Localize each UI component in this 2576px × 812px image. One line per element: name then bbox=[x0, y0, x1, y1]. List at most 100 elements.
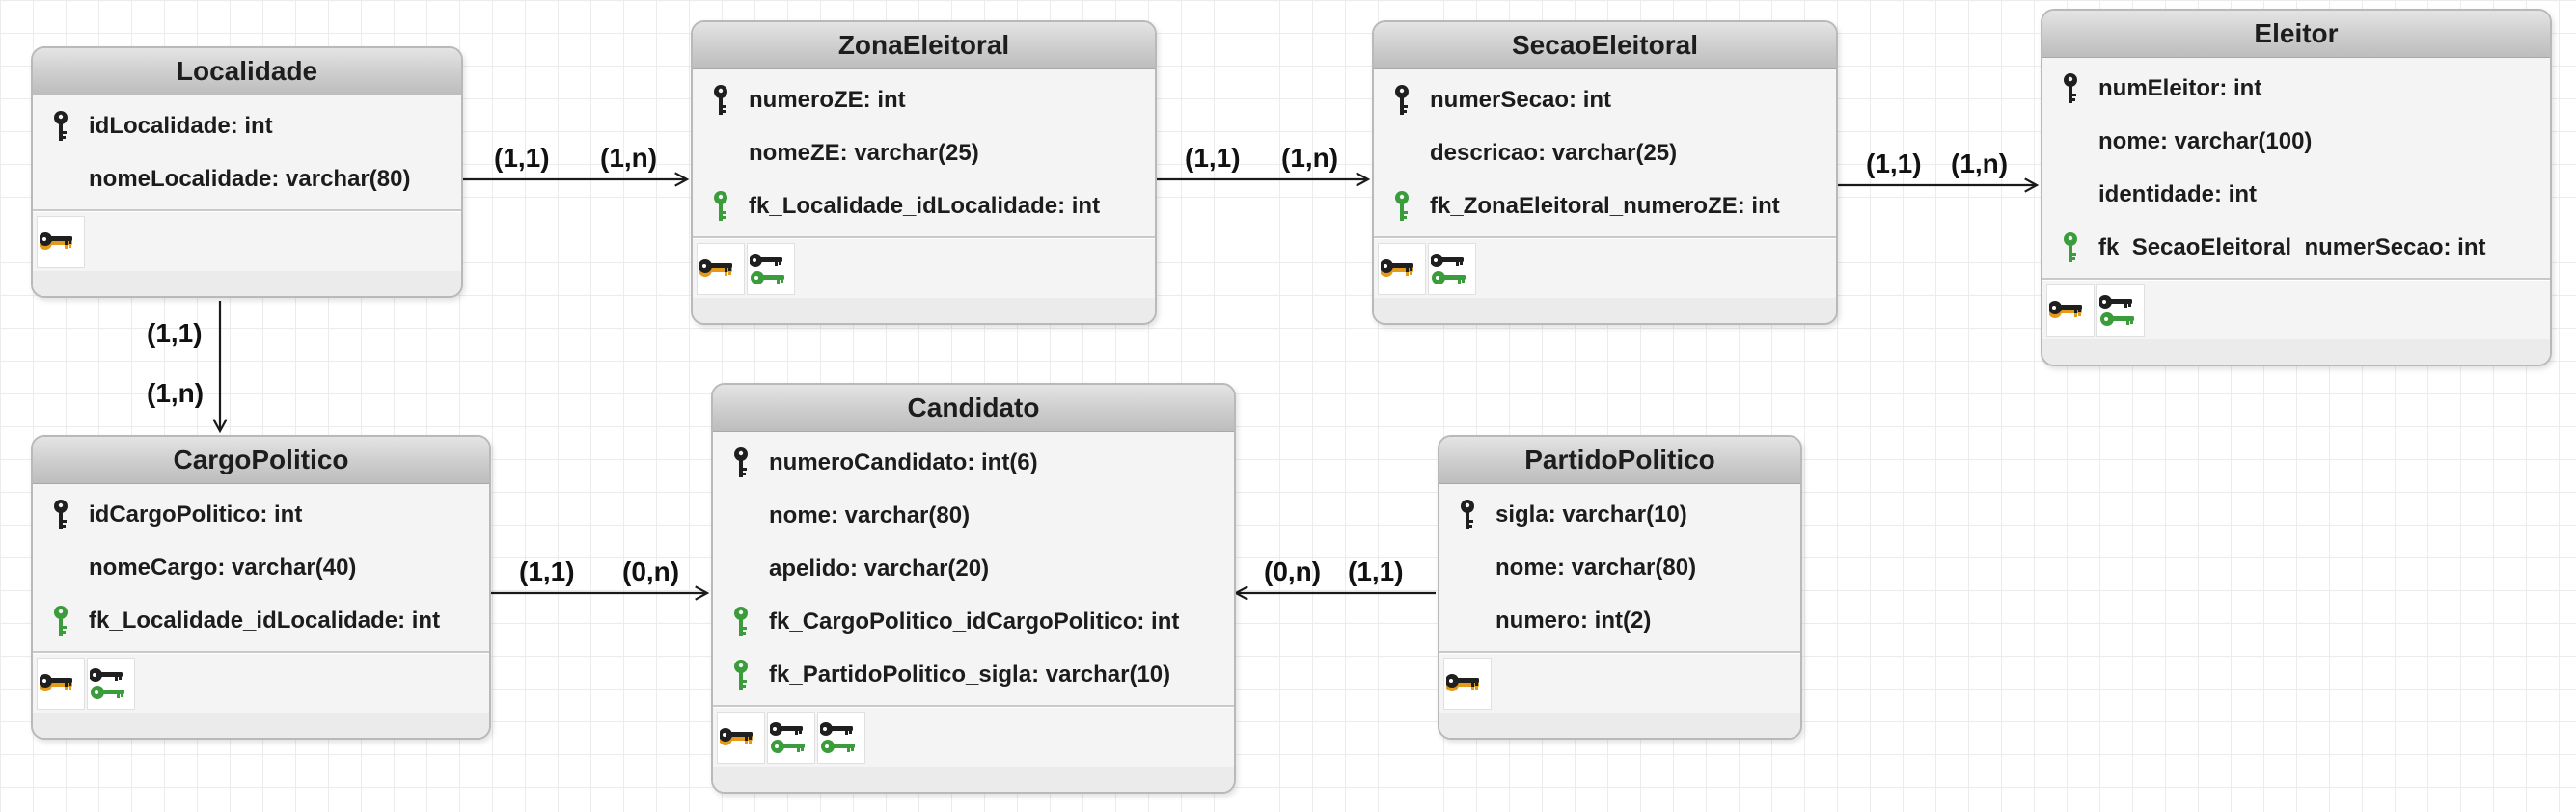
primary-index-icon bbox=[2049, 301, 2082, 318]
foreign-index-icon bbox=[820, 722, 855, 753]
field-row[interactable]: idCargoPolitico: int bbox=[33, 488, 489, 541]
entity-title: Eleitor bbox=[2042, 11, 2550, 58]
index-entry[interactable] bbox=[1378, 243, 1426, 295]
field-key-slot bbox=[33, 594, 89, 647]
arrowhead bbox=[212, 419, 228, 434]
index-entry[interactable] bbox=[817, 712, 865, 764]
field-row[interactable]: numeroCandidato: int(6) bbox=[713, 436, 1234, 489]
field-key-slot bbox=[1439, 488, 1495, 541]
primary-index-icon bbox=[40, 232, 72, 250]
foreign-key-icon bbox=[54, 605, 68, 636]
primary-key-icon bbox=[734, 447, 748, 477]
field-row[interactable]: fk_Localidade_idLocalidade: int bbox=[33, 594, 489, 647]
section-divider bbox=[1374, 236, 1836, 239]
primary-index-icon bbox=[1446, 674, 1479, 691]
field-row[interactable]: identidade: int bbox=[2042, 168, 2550, 221]
index-entry[interactable] bbox=[87, 658, 135, 710]
primary-key-icon bbox=[1461, 499, 1474, 529]
field-name: fk_SecaoEleitoral_numerSecao: int bbox=[2098, 233, 2486, 260]
field-name: numEleitor: int bbox=[2098, 74, 2262, 101]
foreign-key-icon bbox=[734, 606, 748, 636]
field-row[interactable]: fk_CargoPolitico_idCargoPolitico: int bbox=[713, 595, 1234, 648]
index-entry[interactable] bbox=[767, 712, 815, 764]
field-key-slot bbox=[33, 152, 89, 205]
foreign-key-icon bbox=[714, 190, 727, 221]
field-name: numerSecao: int bbox=[1430, 86, 1612, 113]
field-key-slot bbox=[693, 179, 749, 232]
foreign-index-icon bbox=[1431, 254, 1466, 284]
index-section bbox=[693, 239, 1155, 303]
field-row[interactable]: nomeCargo: varchar(40) bbox=[33, 541, 489, 594]
field-row[interactable]: numero: int(2) bbox=[1439, 594, 1800, 647]
entity-localidade[interactable]: Localidade idLocalidade: int nomeLocalidad… bbox=[31, 46, 463, 298]
foreign-key-icon bbox=[1395, 190, 1409, 221]
arrowhead bbox=[695, 585, 710, 601]
field-row[interactable]: nomeZE: varchar(25) bbox=[693, 126, 1155, 179]
field-key-slot bbox=[713, 436, 769, 489]
entity-title: PartidoPolitico bbox=[1439, 437, 1800, 484]
field-key-slot bbox=[1374, 73, 1430, 126]
field-row[interactable]: idLocalidade: int bbox=[33, 99, 461, 152]
field-key-slot bbox=[1374, 126, 1430, 179]
index-entry[interactable] bbox=[1428, 243, 1476, 295]
field-row[interactable]: nomeLocalidade: varchar(80) bbox=[33, 152, 461, 205]
foreign-index-icon bbox=[750, 254, 784, 284]
field-row[interactable]: nome: varchar(100) bbox=[2042, 115, 2550, 168]
foreign-index-icon bbox=[770, 722, 805, 753]
field-key-slot bbox=[693, 73, 749, 126]
entity-footer bbox=[1439, 713, 1800, 738]
field-row[interactable]: apelido: varchar(20) bbox=[713, 542, 1234, 595]
index-entry[interactable] bbox=[717, 712, 765, 764]
index-entry[interactable] bbox=[37, 658, 85, 710]
cardinality-source-label: (1,1) bbox=[147, 318, 203, 348]
field-name: nomeLocalidade: varchar(80) bbox=[89, 165, 411, 192]
field-key-slot bbox=[1374, 179, 1430, 232]
field-key-slot bbox=[2042, 221, 2098, 274]
primary-index-icon bbox=[40, 674, 72, 691]
field-key-slot bbox=[713, 595, 769, 648]
entity-title: CargoPolitico bbox=[33, 437, 489, 484]
field-name: fk_PartidoPolitico_sigla: varchar(10) bbox=[769, 661, 1171, 688]
field-row[interactable]: numerSecao: int bbox=[1374, 73, 1836, 126]
field-row[interactable]: nome: varchar(80) bbox=[1439, 541, 1800, 594]
entity-eleitor[interactable]: Eleitor numEleitor: int nome: varchar(100)… bbox=[2041, 9, 2552, 366]
field-list: numEleitor: int nome: varchar(100)identid… bbox=[2042, 58, 2550, 278]
index-entry[interactable] bbox=[697, 243, 745, 295]
field-row[interactable]: fk_SecaoEleitoral_numerSecao: int bbox=[2042, 221, 2550, 274]
cardinality-target-label: (1,n) bbox=[147, 378, 205, 408]
field-row[interactable]: numEleitor: int bbox=[2042, 62, 2550, 115]
entity-title: Localidade bbox=[33, 48, 461, 95]
section-divider bbox=[1439, 651, 1800, 654]
field-row[interactable]: descricao: varchar(25) bbox=[1374, 126, 1836, 179]
field-row[interactable]: nome: varchar(80) bbox=[713, 489, 1234, 542]
index-entry[interactable] bbox=[1443, 658, 1492, 710]
index-entry[interactable] bbox=[37, 216, 85, 268]
field-name: nomeZE: varchar(25) bbox=[749, 139, 979, 166]
foreign-key-icon bbox=[734, 659, 748, 690]
field-name: idLocalidade: int bbox=[89, 112, 273, 139]
index-entry[interactable] bbox=[747, 243, 795, 295]
index-entry[interactable] bbox=[2096, 284, 2145, 337]
primary-key-icon bbox=[2064, 72, 2077, 103]
field-row[interactable]: numeroZE: int bbox=[693, 73, 1155, 126]
field-key-slot bbox=[2042, 168, 2098, 221]
index-entry[interactable] bbox=[2046, 284, 2095, 337]
field-row[interactable]: fk_Localidade_idLocalidade: int bbox=[693, 179, 1155, 232]
section-divider bbox=[33, 209, 461, 212]
field-row[interactable]: fk_ZonaEleitoral_numeroZE: int bbox=[1374, 179, 1836, 232]
index-section bbox=[1374, 239, 1836, 303]
field-name: fk_Localidade_idLocalidade: int bbox=[89, 607, 441, 634]
arrowhead bbox=[1233, 585, 1248, 601]
field-key-slot bbox=[713, 489, 769, 542]
field-name: nome: varchar(80) bbox=[769, 501, 971, 528]
primary-index-icon bbox=[720, 728, 753, 745]
field-row[interactable]: fk_PartidoPolitico_sigla: varchar(10) bbox=[713, 648, 1234, 701]
field-row[interactable]: sigla: varchar(10) bbox=[1439, 488, 1800, 541]
index-section bbox=[33, 212, 461, 276]
